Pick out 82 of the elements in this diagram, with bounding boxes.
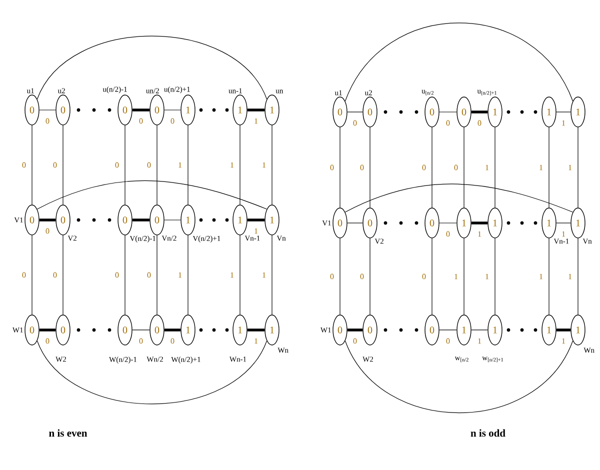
edge-label: 0 <box>21 162 27 168</box>
edge <box>156 235 158 315</box>
edge-label: 1 <box>484 273 490 280</box>
edge <box>347 222 363 224</box>
edge-label: 1 <box>484 164 490 171</box>
edge-label: 1 <box>567 273 573 280</box>
edge <box>471 222 488 224</box>
curved-edge <box>344 22 574 102</box>
edge-label: 0 <box>138 118 144 124</box>
caption: n is even <box>49 429 88 437</box>
edge <box>62 235 64 315</box>
edge <box>556 222 571 224</box>
edge <box>347 328 363 332</box>
edge-label: 1 <box>177 272 183 278</box>
edge-label: 1 <box>229 162 235 168</box>
edge <box>62 125 64 205</box>
edge-label: 0 <box>453 164 459 171</box>
curved-edge <box>36 180 268 210</box>
edge-label: 1 <box>538 164 544 171</box>
edge-label: 0 <box>421 273 427 280</box>
edge <box>39 218 56 222</box>
edge-label: 1 <box>177 162 183 168</box>
edge-label: 1 <box>567 164 573 171</box>
edge-label: 0 <box>359 164 365 171</box>
edge-label: 1 <box>253 338 259 344</box>
edge-label: 1 <box>229 272 235 278</box>
edge-label: 0 <box>114 162 120 168</box>
edge-label: 0 <box>352 120 358 126</box>
edge-label: 0 <box>329 164 335 171</box>
edge-label: 0 <box>359 273 365 280</box>
edge-label: 1 <box>261 162 267 168</box>
edge-label: 0 <box>445 230 451 238</box>
edge-label: 1 <box>538 273 544 280</box>
edge-label: 0 <box>445 338 451 344</box>
edge-label: 0 <box>44 228 50 234</box>
edge-label: 0 <box>329 273 335 280</box>
edge <box>247 328 265 332</box>
edge-label: 0 <box>114 272 120 278</box>
edge <box>156 125 158 205</box>
edge <box>132 108 150 112</box>
edge-label: 0 <box>52 162 58 168</box>
edge-label: 0 <box>476 120 482 126</box>
edge-label: 0 <box>445 120 451 126</box>
curved-edge <box>36 340 268 404</box>
edge <box>556 328 571 332</box>
edge-label: 1 <box>476 338 482 344</box>
caption: n is odd <box>470 429 506 437</box>
edge-label: 1 <box>560 230 566 238</box>
edge <box>439 222 457 224</box>
edge-label: 0 <box>146 162 152 168</box>
curved-edge <box>344 184 574 212</box>
edge-label: 0 <box>138 338 144 344</box>
edge-label: 1 <box>476 230 482 238</box>
edge <box>39 328 56 332</box>
edge-label: 0 <box>146 272 152 278</box>
edge <box>247 108 265 112</box>
edge <box>494 127 496 208</box>
edge-label: 0 <box>44 118 50 124</box>
curved-edge <box>36 36 268 100</box>
edge <box>471 110 488 114</box>
edge-label: 1 <box>560 120 566 126</box>
edge-label: 0 <box>421 164 427 171</box>
edge-label: 1 <box>261 272 267 278</box>
edge-label: 0 <box>44 338 50 344</box>
edge-label: 0 <box>352 338 358 344</box>
edge-label: 1 <box>453 273 459 280</box>
edge-label: 1 <box>253 118 259 124</box>
edge-label: 1 <box>253 228 259 234</box>
edge <box>247 218 265 222</box>
edge-label: 0 <box>170 338 176 344</box>
edge <box>164 328 181 332</box>
edge <box>124 235 126 315</box>
edge-label: 0 <box>170 118 176 124</box>
edge <box>124 125 126 205</box>
edge-label: 1 <box>560 338 566 344</box>
curved-edge <box>344 340 574 414</box>
edge-label: 0 <box>52 272 58 278</box>
edge <box>548 238 550 315</box>
edge <box>548 127 550 208</box>
edge <box>494 238 496 315</box>
edge-label: 0 <box>21 272 27 278</box>
edge <box>132 218 150 222</box>
